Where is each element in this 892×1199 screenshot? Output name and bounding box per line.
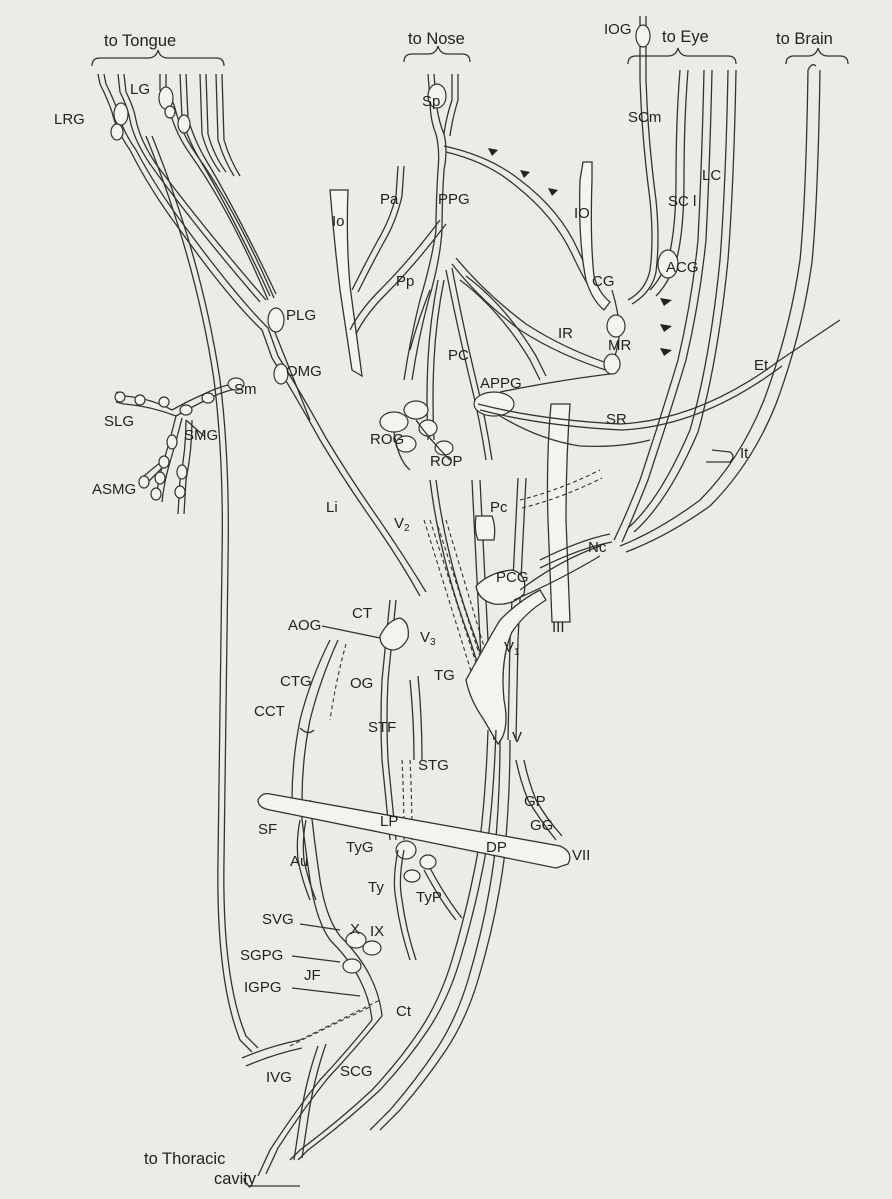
trigeminal-complex (424, 478, 600, 744)
label-SCG: SCG (340, 1063, 373, 1080)
label-CCT: CCT (254, 703, 285, 720)
label-TyG: TyG (346, 839, 374, 856)
label-CG: CG (592, 273, 615, 290)
label-LP: LP (380, 813, 398, 830)
label-DP: DP (486, 839, 507, 856)
label-Ct: Ct (396, 1003, 412, 1020)
label-IO: IO (574, 205, 590, 222)
label-ROP: ROP (430, 453, 463, 470)
target-tongue: to Tongue (104, 32, 176, 50)
target-eye: to Eye (662, 28, 709, 46)
brace-tongue (92, 50, 224, 66)
label-Nc: Nc (588, 539, 607, 556)
label-STF: STF (368, 719, 396, 736)
label-MR: MR (608, 337, 631, 354)
carotid-region (292, 618, 408, 940)
eye-branches (604, 16, 736, 542)
brace-nose (404, 46, 470, 62)
label-IVG: IVG (266, 1069, 292, 1086)
label-V2: V2 (394, 515, 410, 534)
label-LG: LG (130, 81, 150, 98)
label-SR: SR (606, 411, 627, 428)
tongue-branches (98, 74, 278, 358)
label-CT: CT (352, 605, 372, 622)
label-CTG: CTG (280, 673, 312, 690)
label-GG: GG (530, 817, 553, 834)
oculomotor-nerve-III (547, 404, 570, 622)
label-SMG: SMG (184, 427, 218, 444)
label-Et: Et (754, 357, 769, 374)
label-Io: Io (332, 213, 345, 230)
label-SCl: SC l (668, 193, 696, 210)
label-ACG: ACG (666, 259, 699, 276)
label-V3: V3 (420, 629, 436, 648)
label-LC: LC (702, 167, 721, 184)
label-APPG: APPG (480, 375, 522, 392)
label-PLG: PLG (286, 307, 316, 324)
label-Pa: Pa (380, 191, 399, 208)
brain-branches (620, 65, 820, 552)
label-JF: JF (304, 967, 321, 984)
label-AOG: AOG (288, 617, 321, 634)
label-LRG: LRG (54, 111, 85, 128)
label-OG: OG (350, 675, 373, 692)
label-Pp: Pp (396, 273, 414, 290)
target-thoracic-line1: to Thoracic (144, 1150, 225, 1168)
label-IGPG: IGPG (244, 979, 282, 996)
label-Li: Li (326, 499, 338, 516)
label-X: X (350, 921, 360, 938)
label-SVG: SVG (262, 911, 294, 928)
label-IX: IX (370, 923, 384, 940)
brace-brain (786, 48, 848, 64)
label-GP: GP (524, 793, 546, 810)
label-PC: PC (448, 347, 469, 364)
label-ROG: ROG (370, 431, 404, 448)
label-Au: Au (290, 853, 308, 870)
target-nose: to Nose (408, 30, 465, 48)
label-VII: VII (572, 847, 590, 864)
label-SGPG: SGPG (240, 947, 283, 964)
label-OMG: OMG (286, 363, 322, 380)
label-TyP: TyP (416, 889, 442, 906)
label-SF: SF (258, 821, 277, 838)
label-Ty: Ty (368, 879, 384, 896)
label-Sp: Sp (422, 93, 440, 110)
label-III: III (552, 619, 565, 636)
label-PCG: PCG (496, 569, 529, 586)
target-brain: to Brain (776, 30, 833, 48)
label-SLG: SLG (104, 413, 134, 430)
label-PPG: PPG (438, 191, 470, 208)
label-TG: TG (434, 667, 455, 684)
target-thoracic-line2: cavity (214, 1170, 257, 1188)
label-STG: STG (418, 757, 449, 774)
label-Pc: Pc (490, 499, 508, 516)
brace-eye (628, 48, 736, 64)
label-IR: IR (558, 325, 573, 342)
label-SCm: SCm (628, 109, 661, 126)
label-IOG: IOG (604, 21, 632, 38)
label-V: V (512, 729, 522, 746)
label-ASMG: ASMG (92, 481, 136, 498)
inferior-region (242, 932, 478, 1176)
label-Sm: Sm (234, 381, 257, 398)
label-It: It (740, 445, 749, 462)
